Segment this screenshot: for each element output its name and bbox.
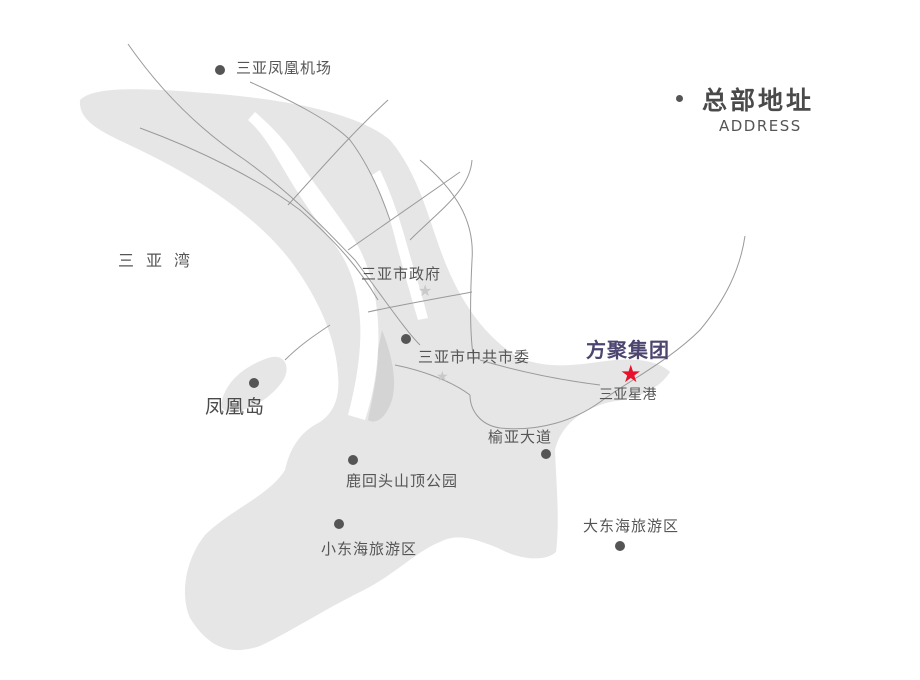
poi-dot-dadonghai: [615, 541, 625, 551]
address-title: 总部地址: [702, 86, 815, 115]
address-heading: 总部地址 ADDRESS: [674, 88, 844, 140]
bullet-dot-icon: [676, 95, 683, 102]
poi-dot-luhuitou: [348, 455, 358, 465]
river-main: [248, 112, 379, 420]
label-bay: 三亚湾: [118, 251, 203, 270]
poi-dot-yuya-road: [541, 449, 551, 459]
road-network: [127, 43, 746, 430]
river-inner-shade: [368, 330, 395, 422]
label-star-port: 三亚星港: [599, 387, 657, 403]
label-city-government: 三亚市政府: [361, 265, 442, 283]
poi-dot-party-committee: [401, 334, 411, 344]
label-luhuitou-park: 鹿回头山顶公园: [346, 472, 459, 490]
red-star-icon[interactable]: ★: [620, 360, 642, 388]
poi-dot-xiaodonghai: [334, 519, 344, 529]
gray-star-icon: ★: [418, 281, 433, 300]
poi-dot-phoenix-island: [249, 378, 259, 388]
label-headquarters[interactable]: 方聚集团: [586, 338, 670, 362]
label-airport: 三亚凤凰机场: [236, 59, 333, 77]
gray-star-icon: ★: [436, 369, 449, 385]
poi-dot-airport: [215, 65, 225, 75]
label-dadonghai: 大东海旅游区: [583, 517, 680, 535]
label-phoenix-island: 凤凰岛: [205, 396, 266, 418]
label-party-committee: 三亚市中共市委: [418, 348, 531, 366]
address-subtitle: ADDRESS: [719, 117, 802, 135]
label-xiaodonghai: 小东海旅游区: [321, 540, 418, 558]
label-yuya-road: 榆亚大道: [488, 428, 553, 446]
